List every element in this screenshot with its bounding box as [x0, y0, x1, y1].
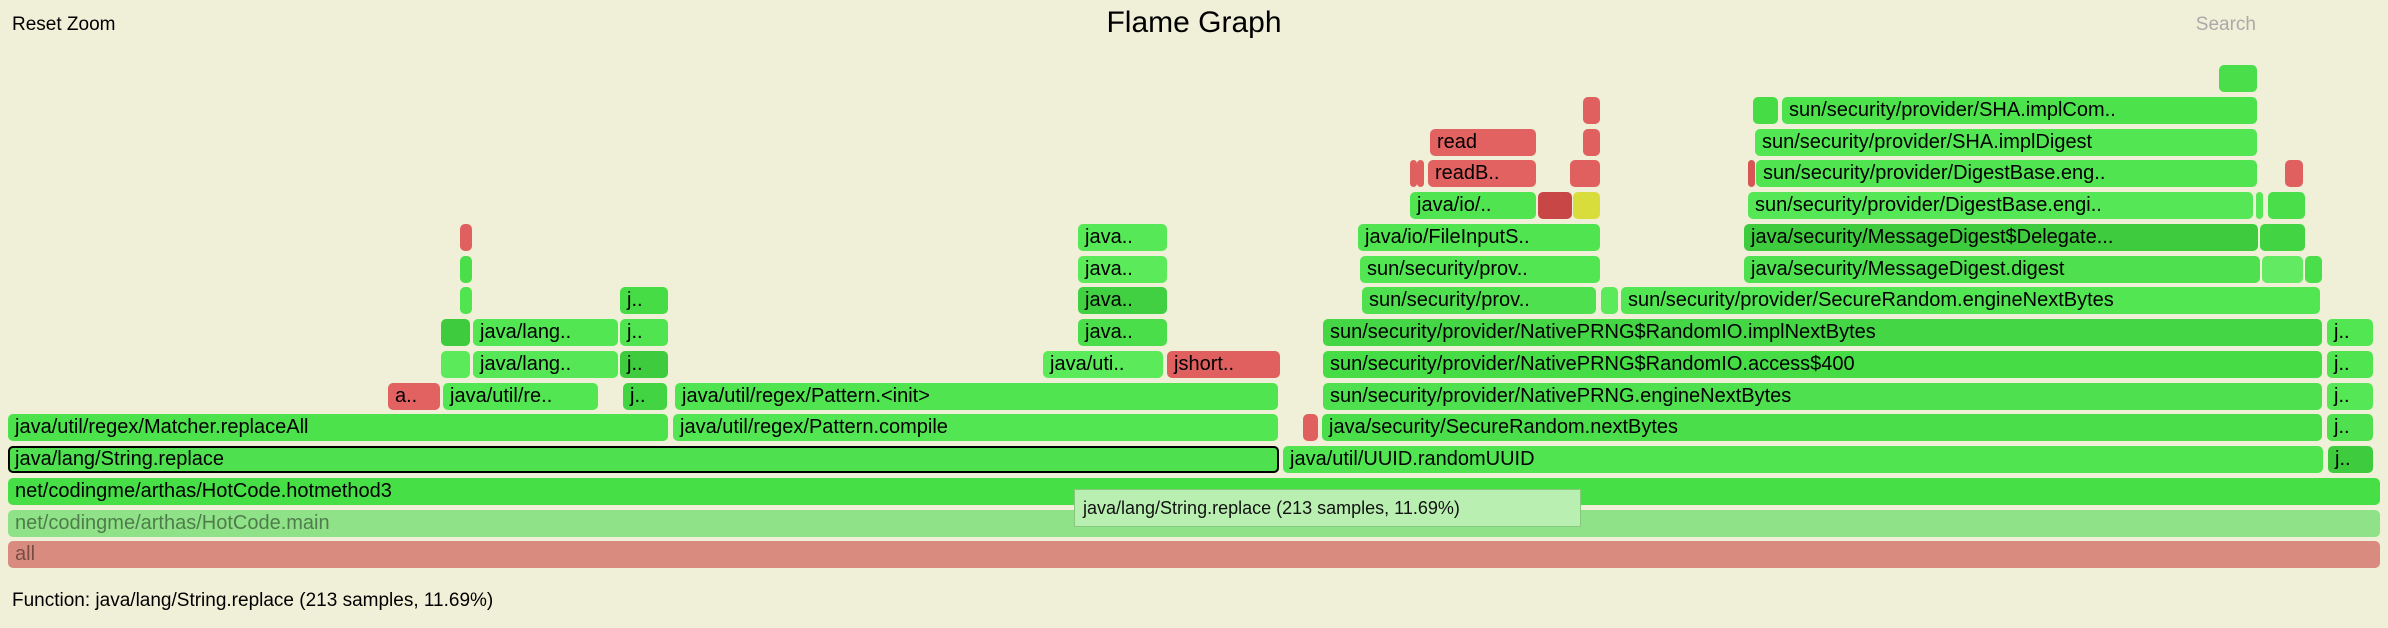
flame-frame[interactable]: java/uti..: [1043, 351, 1163, 378]
flame-frame[interactable]: java..: [1078, 319, 1167, 346]
flame-frame[interactable]: [1601, 287, 1618, 314]
flame-frame[interactable]: [2268, 192, 2305, 219]
search-button[interactable]: Search: [2195, 14, 2256, 35]
flame-frame[interactable]: [1583, 97, 1600, 124]
flame-frame[interactable]: [1570, 160, 1600, 187]
flame-frame[interactable]: [460, 256, 472, 283]
flame-frame[interactable]: j..: [620, 351, 668, 378]
flame-frame[interactable]: java..: [1078, 256, 1167, 283]
flame-frame[interactable]: [441, 319, 470, 346]
flame-frame[interactable]: readB..: [1428, 160, 1536, 187]
flame-frame[interactable]: sun/security/provider/SHA.implCom..: [1782, 97, 2257, 124]
flame-frame[interactable]: sun/security/provider/SHA.implDigest: [1755, 129, 2257, 156]
flame-frame-selected[interactable]: java/lang/String.replace: [8, 446, 1279, 473]
flame-frame[interactable]: [1573, 192, 1600, 219]
flame-frame[interactable]: [2262, 256, 2303, 283]
flame-frame[interactable]: [2260, 224, 2305, 251]
flame-frame[interactable]: [1410, 160, 1417, 187]
flame-frame[interactable]: java/lang..: [473, 319, 618, 346]
flame-frame[interactable]: j..: [620, 319, 668, 346]
flame-frame[interactable]: sun/security/prov..: [1362, 287, 1596, 314]
flame-frame[interactable]: [2256, 192, 2263, 219]
flame-frame[interactable]: [1583, 129, 1600, 156]
flame-frame[interactable]: [1417, 160, 1424, 187]
flame-frame[interactable]: [2285, 160, 2303, 187]
flame-frame[interactable]: java/security/MessageDigest$Delegate...: [1744, 224, 2258, 251]
flame-frame[interactable]: sun/security/provider/NativePRNG.engineN…: [1323, 383, 2322, 410]
flame-frame[interactable]: sun/security/prov..: [1360, 256, 1600, 283]
flame-frame[interactable]: java/util/regex/Pattern.<init>: [675, 383, 1278, 410]
flame-frame[interactable]: [2305, 256, 2322, 283]
flame-frame[interactable]: jshort..: [1167, 351, 1280, 378]
flame-frame[interactable]: read: [1430, 129, 1536, 156]
flame-frame[interactable]: java/security/MessageDigest.digest: [1744, 256, 2260, 283]
flame-frame[interactable]: sun/security/provider/SecureRandom.engin…: [1621, 287, 2320, 314]
flame-frame[interactable]: j..: [623, 383, 667, 410]
flame-frame[interactable]: j..: [2327, 319, 2373, 346]
flame-frame[interactable]: java/util/UUID.randomUUID: [1283, 446, 2323, 473]
flame-frame[interactable]: java/util/regex/Matcher.replaceAll: [8, 414, 668, 441]
flame-frame[interactable]: [1753, 97, 1778, 124]
page-title: Flame Graph: [1106, 6, 1282, 39]
flame-frame[interactable]: java..: [1078, 287, 1167, 314]
flame-frame[interactable]: [441, 351, 470, 378]
flame-frame[interactable]: java/security/SecureRandom.nextBytes: [1322, 414, 2322, 441]
flame-frame[interactable]: [1303, 414, 1318, 441]
flame-frame[interactable]: j..: [2327, 383, 2373, 410]
hover-tooltip: java/lang/String.replace (213 samples, 1…: [1074, 489, 1581, 527]
flame-frame[interactable]: [1748, 160, 1755, 187]
flame-frame[interactable]: java/io/FileInputS..: [1358, 224, 1600, 251]
flame-frame[interactable]: java/io/..: [1410, 192, 1536, 219]
flame-frame[interactable]: sun/security/provider/DigestBase.engi..: [1748, 192, 2253, 219]
flame-frame[interactable]: java..: [1078, 224, 1167, 251]
flame-frame[interactable]: a..: [388, 383, 440, 410]
flame-frame[interactable]: [2219, 65, 2257, 92]
flame-frame[interactable]: java/lang..: [473, 351, 618, 378]
function-status-text: Function: java/lang/String.replace (213 …: [12, 590, 494, 611]
flame-frame[interactable]: sun/security/provider/NativePRNG$RandomI…: [1323, 319, 2322, 346]
flame-frame[interactable]: j..: [2328, 446, 2373, 473]
flame-frame[interactable]: sun/security/provider/NativePRNG$RandomI…: [1323, 351, 2322, 378]
flame-frame[interactable]: j..: [620, 287, 668, 314]
flame-frame[interactable]: j..: [2327, 414, 2373, 441]
flame-frame[interactable]: [1538, 192, 1572, 219]
flame-frame[interactable]: java/util/re..: [443, 383, 598, 410]
flame-frame[interactable]: java/util/regex/Pattern.compile: [673, 414, 1278, 441]
flame-frame[interactable]: all: [8, 541, 2380, 568]
flame-frame[interactable]: [460, 224, 472, 251]
flame-frame[interactable]: sun/security/provider/DigestBase.eng..: [1756, 160, 2257, 187]
flame-frame[interactable]: j..: [2327, 351, 2373, 378]
reset-zoom-button[interactable]: Reset Zoom: [12, 14, 116, 35]
flame-frame[interactable]: [460, 287, 472, 314]
